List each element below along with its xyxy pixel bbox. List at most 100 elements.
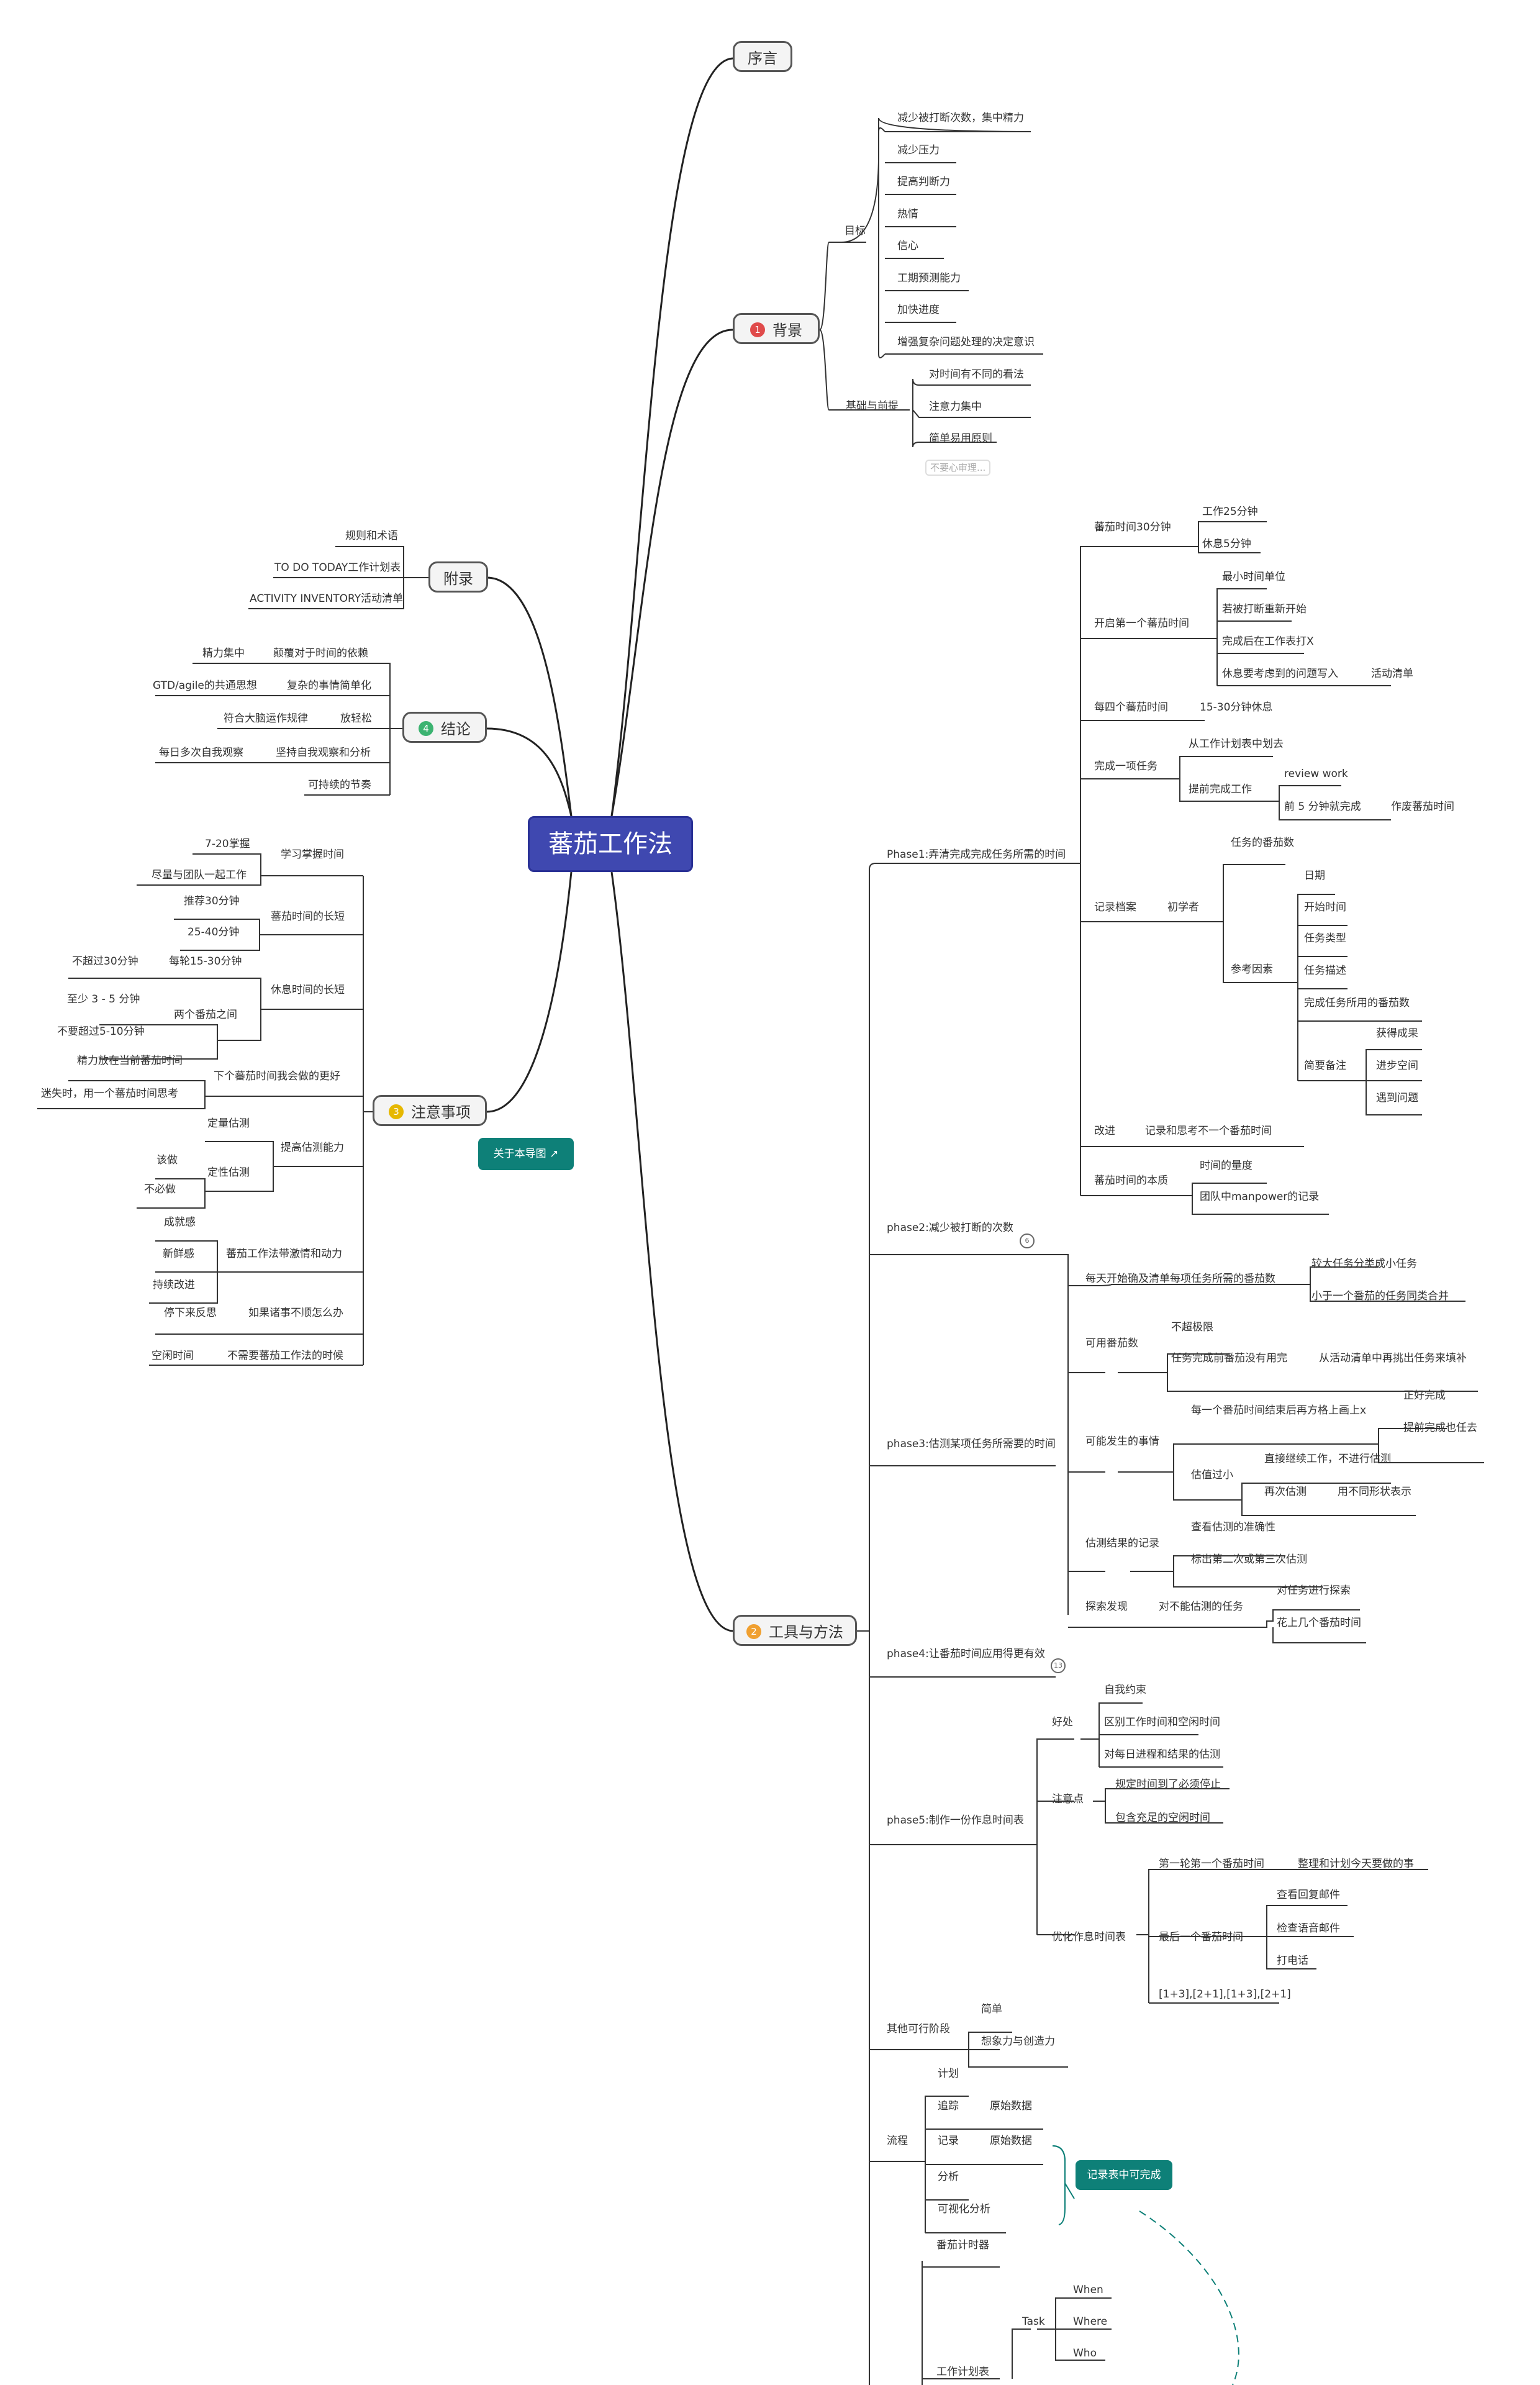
notes-subitem[interactable]: 不必做 xyxy=(144,1183,176,1196)
phase5-leaf[interactable]: 查看回复邮件 xyxy=(1277,1889,1340,1901)
phase-label[interactable]: phase4:让番茄时间应用得更有效 xyxy=(887,1648,1045,1660)
notes-item[interactable]: 精力放在当前蕃茄时间 xyxy=(77,1055,183,1067)
phase1-leaf[interactable]: 获得成果 xyxy=(1376,1027,1418,1040)
conclusion-item[interactable]: 颠覆对于时间的依赖 xyxy=(273,647,368,660)
bg-basis-collapsed-hint[interactable]: 不要心审理... xyxy=(925,460,991,476)
phase3-node[interactable]: 估测结果的记录 xyxy=(1085,1537,1159,1550)
phase1-node[interactable]: 每四个蕃茄时间 xyxy=(1094,701,1168,714)
notes-item[interactable]: 迷失时，用一个蕃茄时间思考 xyxy=(41,1088,178,1100)
phase1-leaf[interactable]: 时间的量度 xyxy=(1200,1160,1252,1172)
notes-group[interactable]: 休息时间的长短 xyxy=(271,984,345,996)
phase5-leaf[interactable]: 检查语音邮件 xyxy=(1277,1922,1340,1935)
plan-leaf[interactable]: Who xyxy=(1073,2347,1097,2360)
collapsed-count-badge[interactable]: 6 xyxy=(1020,1233,1035,1248)
notes-subitem[interactable]: 不要超过5-10分钟 xyxy=(57,1025,145,1038)
phase1-leaf[interactable]: 开始时间 xyxy=(1304,901,1346,914)
phase1-leaf[interactable]: 简要备注 xyxy=(1304,1060,1346,1072)
conclusion-item[interactable]: 放轻松 xyxy=(340,712,372,725)
phase1-leaf[interactable]: 最小时间单位 xyxy=(1222,571,1285,583)
phase1-leaf[interactable]: 活动清单 xyxy=(1371,668,1413,680)
collapsed-count-badge[interactable]: 13 xyxy=(1051,1658,1066,1673)
notes-item[interactable]: 每轮15-30分钟 xyxy=(169,955,242,968)
phase1-node[interactable]: 蕃茄时间30分钟 xyxy=(1094,521,1171,534)
phase5-leaf[interactable]: 第一轮第一个番茄时间 xyxy=(1159,1858,1264,1870)
phase5-leaf[interactable]: 规定时间到了必须停止 xyxy=(1115,1778,1221,1791)
notes-item[interactable]: 空闲时间 xyxy=(152,1350,194,1362)
notes-subitem[interactable]: 不超过30分钟 xyxy=(72,955,138,968)
notes-item[interactable]: 定性估测 xyxy=(207,1166,250,1179)
phase-label[interactable]: phase3:估测某项任务所需要的时间 xyxy=(887,1438,1056,1450)
phase3-leaf[interactable]: 小于一个番茄的任务同类合并 xyxy=(1311,1290,1449,1302)
phase1-leaf[interactable]: 前 5 分钟就完成 xyxy=(1284,801,1361,813)
flow-item[interactable]: 分析 xyxy=(938,2171,959,2183)
notes-item[interactable]: 25-40分钟 xyxy=(188,926,240,938)
bg-goal-item[interactable]: 提高判断力 xyxy=(897,176,950,188)
root-topic[interactable]: 蕃茄工作法 xyxy=(528,816,693,872)
phase5-leaf[interactable]: [1+3],[2+1],[1+3],[2+1] xyxy=(1159,1988,1291,2001)
appendix-item[interactable]: TO DO TODAY工作计划表 xyxy=(274,561,401,574)
phase5-node[interactable]: 注意点 xyxy=(1052,1793,1084,1806)
phase1-node[interactable]: 改进 xyxy=(1094,1125,1115,1137)
bg-goal-item[interactable]: 信心 xyxy=(897,240,918,252)
conclusion-subitem[interactable]: GTD/agile的共通思想 xyxy=(153,679,257,692)
notes-group[interactable]: 下个蕃茄时间我会做的更好 xyxy=(214,1070,340,1083)
phase-label[interactable]: phase2:减少被打断的次数 xyxy=(887,1222,1013,1234)
plan-leaf[interactable]: When xyxy=(1073,2284,1103,2296)
notes-item[interactable]: 尽量与团队一起工作 xyxy=(152,869,247,881)
phase5-leaf[interactable]: 打电话 xyxy=(1277,1955,1308,1967)
phase3-leaf[interactable]: 估值过小 xyxy=(1191,1469,1233,1481)
bg-goal-item[interactable]: 增强复杂问题处理的决定意识 xyxy=(897,336,1035,348)
bg-basis-item[interactable]: 对时间有不同的看法 xyxy=(929,368,1024,381)
phase1-leaf[interactable]: 完成后在工作表打X xyxy=(1222,635,1314,648)
notes-subitem[interactable]: 该做 xyxy=(156,1154,178,1166)
notes-group[interactable]: 提高估测能力 xyxy=(281,1142,344,1154)
phase1-node[interactable]: 完成一项任务 xyxy=(1094,760,1157,773)
flow-item[interactable]: 计划 xyxy=(938,2068,959,2080)
flow-summary-callout[interactable]: 记录表中可完成 xyxy=(1076,2160,1172,2190)
phase3-node[interactable]: 每天开始确及清单每项任务所需的番茄数 xyxy=(1085,1273,1275,1285)
phase3-leaf[interactable]: 对不能估测的任务 xyxy=(1159,1601,1243,1613)
phase3-leaf[interactable]: 不超极限 xyxy=(1171,1321,1213,1333)
phase3-leaf[interactable]: 提前完成也任去 xyxy=(1403,1422,1477,1434)
flow-item[interactable]: 记录 xyxy=(938,2135,959,2147)
phase1-leaf[interactable]: 若被打断重新开始 xyxy=(1222,603,1307,616)
bg-goal-item[interactable]: 热情 xyxy=(897,208,918,220)
flow-item[interactable]: 可视化分析 xyxy=(938,2203,990,2215)
phase1-leaf[interactable]: 作废蕃茄时间 xyxy=(1391,801,1454,813)
appendix-item[interactable]: ACTIVITY INVENTORY活动清单 xyxy=(250,593,404,605)
preface-topic[interactable]: 序言 xyxy=(733,41,792,72)
phase1-leaf[interactable]: 初学者 xyxy=(1167,901,1199,914)
phase-label[interactable]: 其他可行阶段 xyxy=(887,2023,950,2035)
phase1-leaf[interactable]: 参考因素 xyxy=(1231,963,1273,976)
phase5-leaf[interactable]: 最后一个番茄时间 xyxy=(1159,1931,1243,1943)
phase3-leaf[interactable]: 花上几个番茄时间 xyxy=(1277,1617,1361,1629)
tools-node[interactable]: 番茄计时器 xyxy=(936,2239,989,2251)
bg-basis-label[interactable]: 基础与前提 xyxy=(846,400,899,412)
notes-item[interactable]: 定量估测 xyxy=(207,1117,250,1130)
phase1-leaf[interactable]: 休息要考虑到的问题写入 xyxy=(1222,668,1338,680)
phase3-leaf[interactable]: 标出第二次或第三次估测 xyxy=(1191,1553,1307,1566)
bg-goal-item[interactable]: 减少压力 xyxy=(897,144,940,157)
phase3-leaf[interactable]: 任务完成前番茄没有用完 xyxy=(1171,1352,1287,1365)
flow-item[interactable]: 追踪 xyxy=(938,2100,959,2112)
phase5-leaf[interactable]: 整理和计划今天要做的事 xyxy=(1298,1858,1414,1870)
phase3-leaf[interactable]: 直接继续工作，不进行估测 xyxy=(1264,1453,1391,1465)
conclusion-item[interactable]: 可持续的节奏 xyxy=(308,779,371,791)
about-mindmap-button[interactable]: 关于本导图 ↗ xyxy=(478,1138,574,1170)
bg-goal-item[interactable]: 加快进度 xyxy=(897,304,940,316)
notes-group[interactable]: 蕃茄工作法带激情和动力 xyxy=(226,1248,342,1260)
bg-goal-item[interactable]: 工期预测能力 xyxy=(897,272,961,284)
notes-item[interactable]: 推荐30分钟 xyxy=(184,895,240,907)
phase1-leaf[interactable]: 任务描述 xyxy=(1304,965,1346,977)
phase1-leaf[interactable]: 工作25分钟 xyxy=(1202,506,1258,518)
phase3-leaf[interactable]: 每一个番茄时间结束后再方格上画上x xyxy=(1191,1404,1367,1417)
notes-item[interactable]: 两个番茄之间 xyxy=(174,1009,237,1021)
phase1-leaf[interactable]: 休息5分钟 xyxy=(1202,538,1251,550)
phase5-node[interactable]: 好处 xyxy=(1052,1716,1073,1729)
notes-subitem[interactable]: 至少 3 - 5 分钟 xyxy=(67,993,140,1006)
flow-leaf[interactable]: 原始数据 xyxy=(990,2135,1032,2147)
phase5-leaf[interactable]: 对每日进程和结果的估测 xyxy=(1104,1748,1220,1761)
